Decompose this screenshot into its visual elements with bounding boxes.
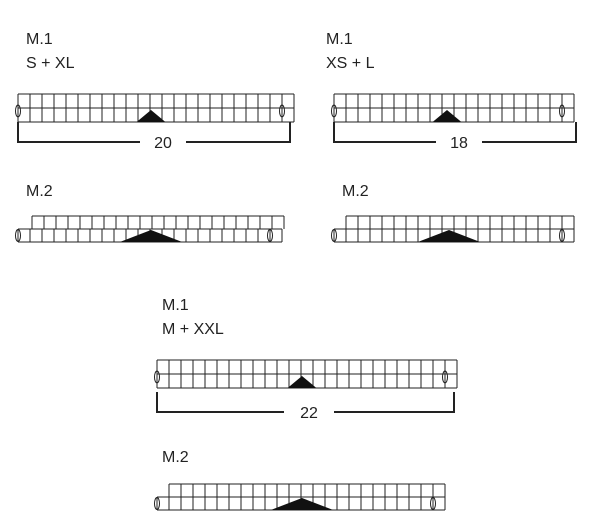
m2-left-edge-stitch-right	[267, 229, 273, 242]
m1-s-xl-width-label: 20	[154, 135, 172, 152]
m1-m-xxl-triangle-symbol	[287, 376, 317, 388]
m2-bottom-triangle-symbol	[270, 498, 334, 510]
m2-left-edge-stitch-left	[15, 229, 21, 242]
m2-bottom-edge-stitch-left	[154, 497, 160, 510]
m1-s-xl-edge-stitch-right	[279, 104, 285, 118]
m1-s-xl-edge-stitch-left	[15, 104, 21, 118]
m2-left-title: M.2	[26, 183, 53, 200]
m1-m-xxl-chart	[154, 359, 458, 389]
m1-m-xxl-sizes: M + XXL	[162, 321, 224, 338]
m1-m-xxl-width-label: 22	[300, 405, 318, 422]
m2-bottom-chart	[154, 483, 446, 511]
m1-s-xl-chart	[15, 93, 295, 123]
m1-m-xxl-width-bracket: 22	[156, 392, 455, 422]
m1-m-xxl-title: M.1	[162, 297, 189, 314]
m1-m-xxl-edge-stitch-left	[154, 370, 160, 384]
m1-s-xl-width-bracket: 20	[17, 122, 291, 152]
m2-left-chart	[15, 215, 285, 243]
m1-xs-l-width-label: 18	[450, 135, 468, 152]
m1-xs-l-edge-stitch-right	[559, 104, 565, 118]
m2-right-title: M.2	[342, 183, 369, 200]
m2-left-triangle-symbol	[119, 230, 183, 242]
m1-xs-l-sizes: XS + L	[326, 55, 375, 72]
m1-s-xl-triangle-symbol	[136, 110, 166, 122]
m2-right-triangle-symbol	[417, 230, 481, 242]
m1-xs-l-chart	[331, 93, 575, 123]
m1-xs-l-triangle-symbol	[432, 110, 462, 122]
m2-bottom-edge-stitch-right	[430, 497, 436, 510]
m2-right-chart	[331, 215, 575, 243]
m2-right-edge-stitch-left	[331, 229, 337, 242]
m2-right-edge-stitch-right	[559, 229, 565, 242]
m1-xs-l-edge-stitch-left	[331, 104, 337, 118]
m1-xs-l-width-bracket: 18	[333, 122, 577, 152]
m1-s-xl-title: M.1	[26, 31, 53, 48]
m1-s-xl-sizes: S + XL	[26, 55, 75, 72]
m2-bottom-title: M.2	[162, 449, 189, 466]
m1-m-xxl-edge-stitch-right	[442, 370, 448, 384]
m1-xs-l-title: M.1	[326, 31, 353, 48]
